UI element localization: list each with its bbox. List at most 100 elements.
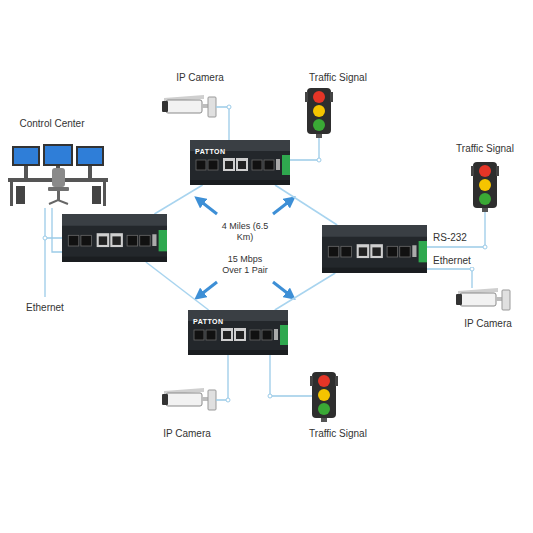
wire [427, 269, 472, 288]
port [250, 330, 260, 340]
wire-dot [227, 105, 231, 109]
wire-dot [226, 398, 230, 402]
port [262, 330, 272, 340]
extender-device: PATTON [190, 140, 290, 185]
monitor [12, 146, 40, 166]
device-top [62, 214, 167, 226]
extender-device [322, 225, 427, 273]
rj45-port [370, 244, 383, 258]
rj45-socket [99, 236, 107, 245]
rj45-port [97, 233, 110, 247]
text-label: IP Camera [161, 428, 213, 440]
monitor-screen [14, 148, 38, 164]
port [194, 330, 204, 340]
device-wires [45, 107, 485, 400]
wire [52, 208, 62, 252]
port [196, 160, 206, 170]
computer-tower [16, 186, 25, 204]
port [127, 235, 138, 246]
rj45-socket [372, 247, 380, 256]
rj45-socket [112, 236, 120, 245]
usb-port [152, 234, 156, 246]
device-base [62, 257, 167, 262]
desk-leg [103, 182, 106, 206]
link-line [275, 185, 337, 225]
ip-camera-icon [162, 388, 216, 410]
monitor [43, 144, 73, 166]
device-body [322, 225, 427, 273]
chair-seat [48, 187, 69, 191]
text-label: Control Center [17, 118, 86, 130]
rj45-socket [236, 331, 244, 339]
extender-device: PATTON [188, 310, 288, 355]
port [81, 235, 92, 246]
device-body [190, 140, 290, 185]
monitor [76, 146, 104, 166]
wire-dots [43, 105, 487, 402]
distance-arrow [273, 282, 291, 296]
terminal-block [282, 155, 290, 175]
wire [45, 208, 62, 297]
brand-logo: PATTON [190, 145, 231, 156]
extender-device [62, 214, 167, 262]
ip-camera-icon [456, 288, 510, 310]
rj45-socket [225, 161, 233, 169]
traffic-signal-icon [471, 162, 499, 212]
wire-dot [317, 158, 321, 162]
device-top [322, 225, 427, 237]
traffic-signal-icon [305, 88, 333, 138]
text-label: 4 Miles (6.5 Km) [217, 221, 273, 243]
distance-arrows [199, 200, 291, 296]
port [341, 246, 352, 257]
desk-leg [10, 182, 13, 206]
distance-arrow [273, 200, 291, 214]
port [252, 160, 262, 170]
wire-dot [43, 236, 47, 240]
rj45-socket [223, 331, 231, 339]
rj45-port [110, 233, 123, 247]
port [400, 246, 411, 257]
traffic-signal-icon [310, 372, 338, 422]
computer-tower [92, 186, 101, 204]
rj45-port [221, 328, 233, 341]
port [328, 246, 339, 257]
link-line [146, 262, 209, 310]
rj45-socket [238, 161, 246, 169]
port [264, 160, 274, 170]
terminal-block [280, 325, 288, 345]
text-label: Ethernet [24, 302, 66, 314]
port [140, 235, 151, 246]
control-center-icon [8, 144, 108, 206]
wire [290, 138, 319, 160]
monitor-stand [24, 166, 28, 178]
distance-arrow [199, 200, 217, 214]
ip-camera-icon [162, 95, 216, 117]
usb-port [412, 245, 416, 257]
wire [216, 107, 229, 140]
text-label: 15 Mbps Over 1 Pair [217, 254, 273, 276]
port [387, 246, 398, 257]
text-label: Traffic Signal [454, 143, 516, 155]
text-label: IP Camera [174, 72, 226, 84]
link-line [275, 273, 335, 310]
rj45-socket [359, 247, 367, 256]
port [208, 160, 218, 170]
wire [427, 212, 485, 247]
device-body [188, 310, 288, 355]
link-line [154, 185, 202, 214]
text-label: IP Camera [462, 318, 514, 330]
monitor-stand [88, 166, 92, 178]
rj45-port [236, 158, 248, 171]
brand-logo: PATTON [188, 315, 229, 326]
wire-dot [470, 267, 474, 271]
wire-dot [483, 245, 487, 249]
rj45-port [357, 244, 370, 258]
device-body [62, 214, 167, 262]
wire [216, 355, 228, 400]
terminal-block [419, 241, 427, 262]
rj45-port [234, 328, 246, 341]
text-label: Traffic Signal [307, 72, 369, 84]
text-label: RS-232 [431, 232, 469, 244]
chair-base [49, 200, 68, 204]
